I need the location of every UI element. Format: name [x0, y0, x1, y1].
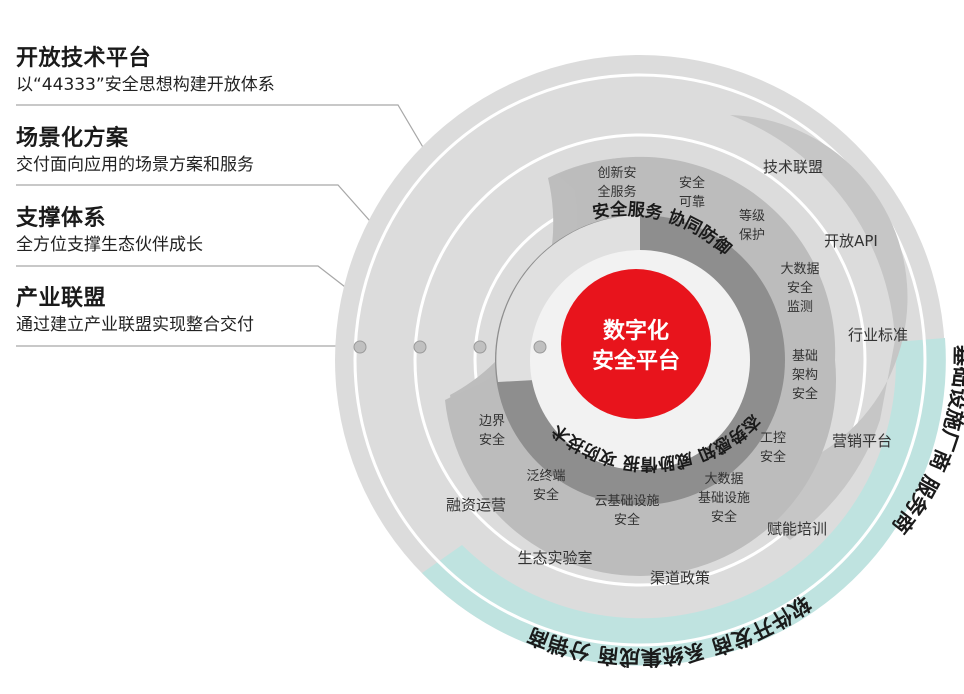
- legend-scenario-title: 场景化方案: [16, 126, 129, 151]
- legend-alliance: 产业联盟 通过建立产业联盟实现整合交付: [16, 286, 254, 336]
- dot-scenario: [473, 340, 487, 354]
- scenario-bigdata-monitoring: 大数据安全监测: [780, 262, 819, 315]
- center-circle: [561, 269, 711, 419]
- support-tech-alliance: 技术联盟: [763, 158, 823, 176]
- support-open-api: 开放API: [824, 232, 878, 250]
- scenario-infra-architecture: 基础架构安全: [792, 349, 818, 402]
- legend-scenario-desc: 交付面向应用的场景方案和服务: [16, 155, 254, 175]
- scenario-cloud-infra: 云基础设施安全: [594, 494, 659, 528]
- legend-support-title: 支撑体系: [16, 206, 107, 231]
- support-channel-policy: 渠道政策: [650, 569, 710, 587]
- dot-platform: [533, 340, 547, 354]
- support-eco-lab: 生态实验室: [517, 549, 592, 567]
- legend-support: 支撑体系 全方位支撑生态伙伴成长: [16, 206, 203, 256]
- legend-alliance-desc: 通过建立产业联盟实现整合交付: [16, 315, 254, 335]
- ring-marker-dots: [353, 340, 547, 354]
- legend-platform-desc: 以“44333”安全思想构建开放体系: [16, 75, 275, 95]
- scenario-secure-reliable: 安全可靠: [679, 175, 705, 210]
- legend-alliance-title: 产业联盟: [16, 286, 107, 311]
- scenario-level-protection: 等级保护: [739, 208, 765, 243]
- scenario-innovative-security: 创新安全服务: [597, 165, 636, 200]
- scenario-labels: 创新安全服务 安全可靠 等级保护 大数据安全监测 基础架构安全 工控安全 大数据…: [479, 165, 820, 528]
- center-line2: 安全平台: [592, 348, 680, 374]
- ring-separator-mid: [413, 133, 867, 587]
- legend-support-desc: 全方位支撑生态伙伴成长: [16, 235, 203, 255]
- support-industry-standard: 行业标准: [848, 326, 908, 344]
- scenario-bigdata-infra: 大数据基础设施安全: [698, 472, 750, 525]
- center-line1: 数字化: [603, 318, 669, 344]
- legend-platform-title: 开放技术平台: [16, 46, 152, 71]
- ring-separator-outer: [353, 73, 927, 647]
- dot-support: [413, 340, 427, 354]
- dot-alliance: [353, 340, 367, 354]
- support-financing-ops: 融资运营: [446, 496, 506, 514]
- support-marketing-platform: 营销平台: [832, 432, 892, 450]
- legend-scenario: 场景化方案 交付面向应用的场景方案和服务: [16, 126, 254, 176]
- scenario-pan-terminal: 泛终端安全: [526, 468, 565, 503]
- support-sector: [720, 115, 908, 540]
- scenario-industrial-control: 工控安全: [760, 431, 786, 465]
- scenario-boundary: 边界安全: [479, 414, 505, 448]
- legend-platform: 开放技术平台 以“44333”安全思想构建开放体系: [16, 46, 275, 96]
- support-enablement-training: 赋能培训: [767, 520, 827, 538]
- support-labels: 技术联盟 开放API 行业标准 营销平台 赋能培训 渠道政策 生态实验室 融资运…: [446, 158, 908, 587]
